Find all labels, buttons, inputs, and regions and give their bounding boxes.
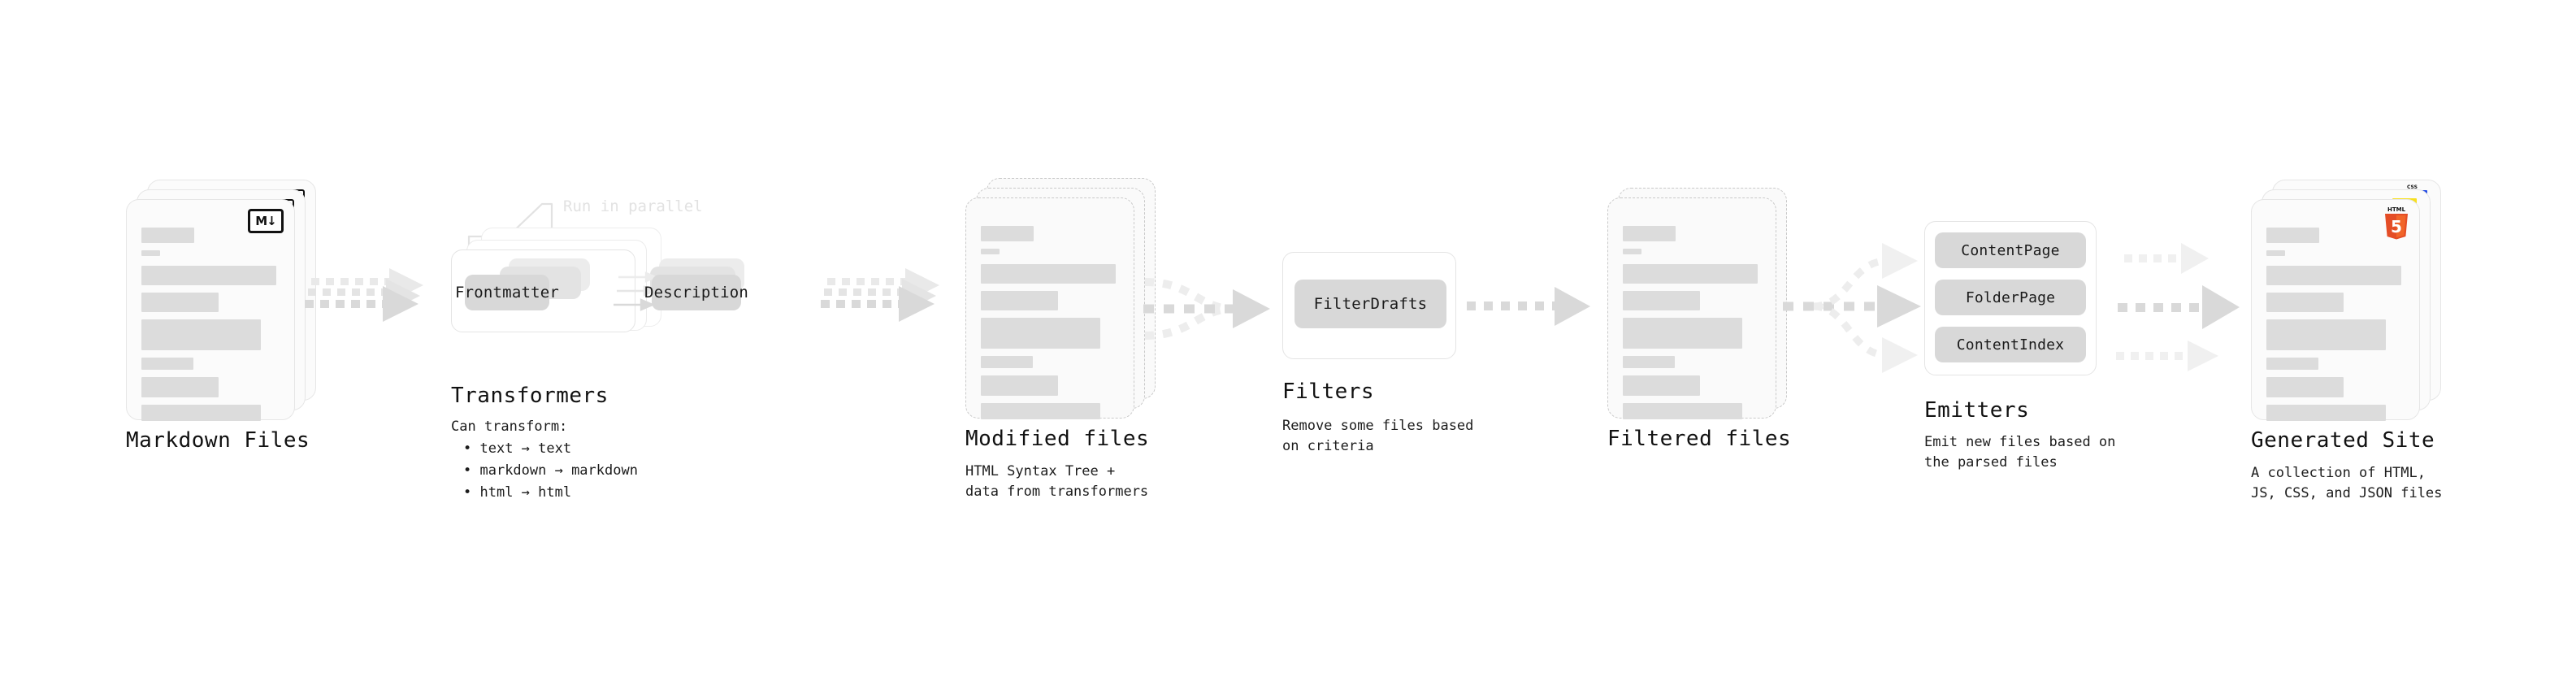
connector-modified-to-filters xyxy=(1143,278,1270,340)
bullet-text: text → text xyxy=(479,440,572,457)
transformer-chip-frontmatter[interactable]: Frontmatter xyxy=(455,275,559,310)
placeholder-line xyxy=(2266,319,2386,350)
placeholder-line xyxy=(981,356,1033,368)
markdown-badge-label: M↓ xyxy=(248,209,284,233)
modified-files-description: HTML Syntax Tree + data from transformer… xyxy=(965,463,1149,500)
placeholder-line xyxy=(2266,266,2401,285)
stage-title-emitters: Emitters xyxy=(1924,398,2030,423)
placeholder-line xyxy=(981,226,1034,241)
connector-filters-to-filtered xyxy=(1467,287,1590,326)
placeholder-line xyxy=(1623,249,1641,254)
placeholder-line xyxy=(2266,228,2319,243)
stage-title-filtered-files: Filtered files xyxy=(1607,427,1792,451)
card-placeholder-lines xyxy=(1623,226,1763,427)
connector-filtered-to-emitters xyxy=(1783,243,1921,373)
placeholder-line xyxy=(141,377,219,397)
placeholder-line xyxy=(1623,291,1700,310)
transformer-internal-arrows xyxy=(614,271,659,311)
svg-text:5: 5 xyxy=(2391,217,2402,236)
connector-transformers-to-modified xyxy=(821,268,939,322)
placeholder-line xyxy=(141,405,261,421)
emitter-chip-contentindex[interactable]: ContentIndex xyxy=(1935,327,2086,362)
placeholder-line xyxy=(1623,318,1742,349)
document-card-front xyxy=(965,197,1134,419)
emitter-chip-folderpage[interactable]: FolderPage xyxy=(1935,280,2086,315)
document-card-front xyxy=(1607,197,1776,419)
placeholder-line xyxy=(141,250,160,256)
stage-title-modified-files: Modified files xyxy=(965,427,1150,451)
placeholder-line xyxy=(981,375,1058,396)
placeholder-line xyxy=(1623,375,1700,396)
filters-description: Remove some files based on criteria xyxy=(1282,418,1474,454)
card-placeholder-lines xyxy=(141,228,281,428)
html5-logo-svg: HTML 5 xyxy=(2385,206,2408,240)
stage-title-markdown-files: Markdown Files xyxy=(126,428,310,453)
filter-chip-filterdrafts[interactable]: FilterDrafts xyxy=(1295,280,1446,328)
placeholder-line xyxy=(981,291,1058,310)
card-placeholder-lines xyxy=(981,226,1121,427)
placeholder-line xyxy=(2266,358,2318,370)
stage-title-generated-site: Generated Site xyxy=(2251,428,2435,453)
placeholder-line xyxy=(1623,356,1675,368)
placeholder-line xyxy=(981,249,1000,254)
bullet-text: markdown → markdown xyxy=(479,462,638,479)
placeholder-line xyxy=(2266,405,2386,421)
placeholder-line xyxy=(141,319,261,350)
placeholder-line xyxy=(1623,264,1758,284)
html5-icon: HTML 5 xyxy=(2382,206,2411,245)
emitter-chip-contentpage[interactable]: ContentPage xyxy=(1935,232,2086,268)
placeholder-line xyxy=(141,266,276,285)
transformers-bullet-2: • html → html xyxy=(463,484,572,501)
placeholder-line xyxy=(2266,377,2344,397)
emitters-description: Emit new files based on the parsed files xyxy=(1924,434,2116,471)
markdown-icon: M↓ xyxy=(248,209,284,233)
transformers-bullet-0: • text → text xyxy=(463,440,572,457)
stage-title-transformers: Transformers xyxy=(451,384,609,408)
placeholder-line xyxy=(981,264,1116,284)
bullet-text: html → html xyxy=(479,484,572,501)
placeholder-line xyxy=(141,358,193,370)
placeholder-line xyxy=(981,318,1100,349)
stage-title-filters: Filters xyxy=(1282,380,1375,404)
svg-text:HTML: HTML xyxy=(2387,206,2406,213)
connector-markdown-to-transformers xyxy=(305,268,423,322)
run-in-parallel-label: Run in parallel xyxy=(563,197,703,215)
document-card-front: HTML 5 xyxy=(2251,199,2420,421)
transformers-bullet-1: • markdown → markdown xyxy=(463,462,638,479)
placeholder-line xyxy=(981,403,1100,419)
transformers-description: Can transform: xyxy=(451,419,568,435)
placeholder-line xyxy=(2266,293,2344,312)
placeholder-line xyxy=(141,228,194,243)
placeholder-line xyxy=(1623,403,1742,419)
transformer-chip-description[interactable]: Description xyxy=(644,275,748,310)
card-placeholder-lines xyxy=(2266,228,2406,428)
placeholder-line xyxy=(2266,250,2285,256)
placeholder-line xyxy=(1623,226,1676,241)
generated-site-description: A collection of HTML, JS, CSS, and JSON … xyxy=(2251,465,2443,501)
placeholder-line xyxy=(141,293,219,312)
connector-emitters-to-site xyxy=(2116,243,2240,371)
document-card-front: M↓ xyxy=(126,199,295,421)
